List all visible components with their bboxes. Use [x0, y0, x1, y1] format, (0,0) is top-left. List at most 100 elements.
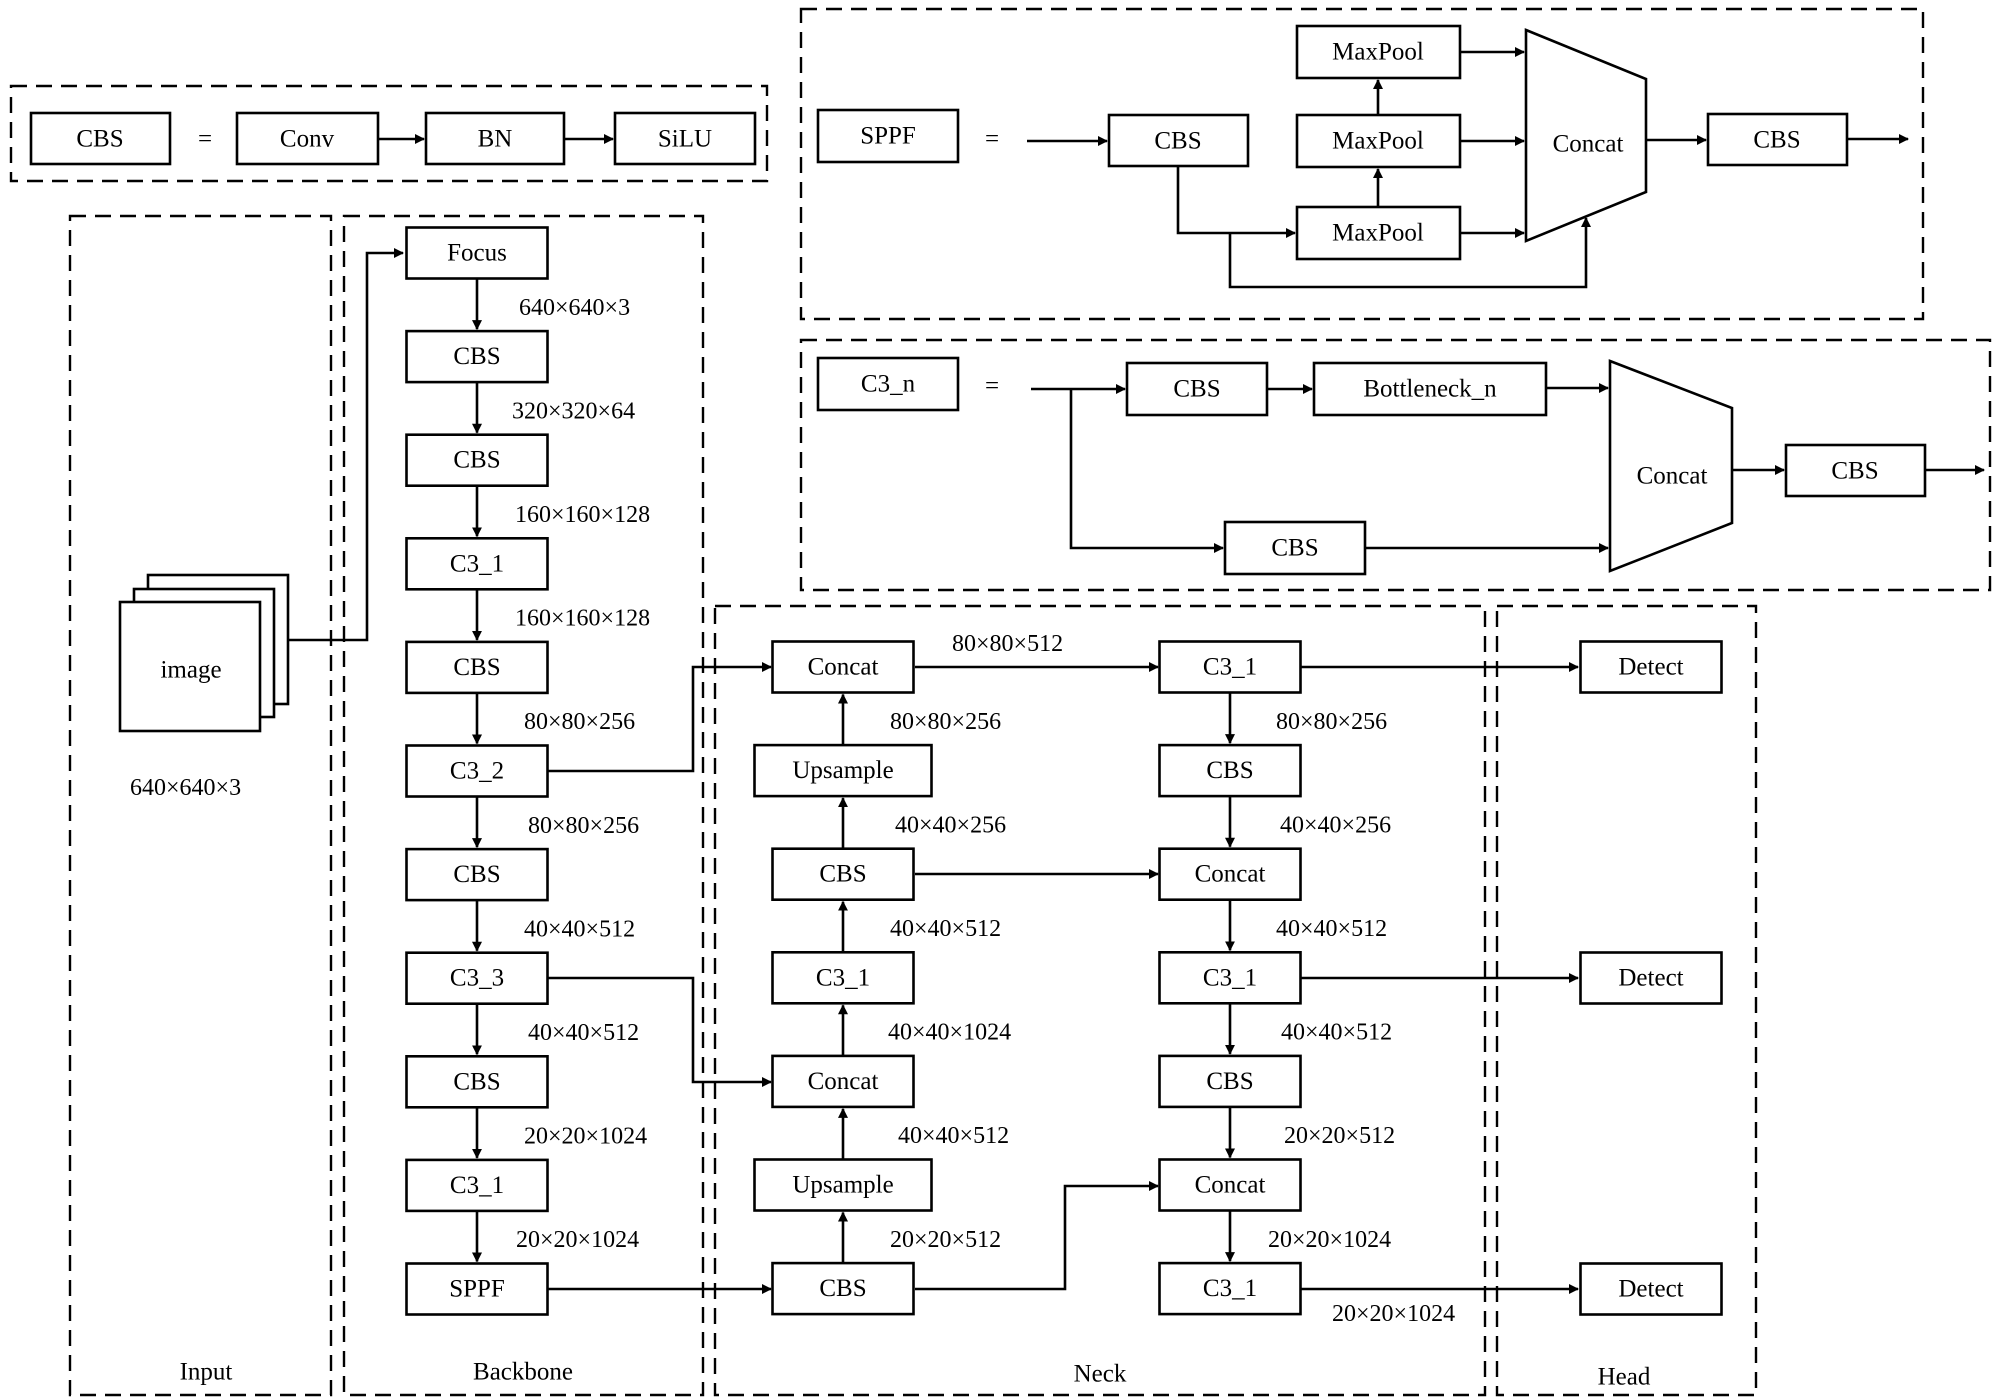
cbs-label: CBS — [453, 861, 500, 888]
c3n-bottom-cbs-label: CBS — [1271, 535, 1318, 562]
dim-label: 80×80×256 — [1276, 709, 1387, 735]
image-layer-front — [118, 600, 262, 733]
maxpool-block-3: MaxPool — [1295, 205, 1462, 261]
dim-label: 40×40×512 — [528, 1020, 639, 1046]
cbs-label: CBS — [453, 447, 500, 474]
dim-label: 40×40×512 — [890, 916, 1001, 942]
cbs-block: CBS — [405, 640, 549, 695]
sppf-block: SPPF — [405, 1262, 549, 1316]
bottleneck-block: Bottleneck_n — [1312, 361, 1548, 417]
dim-label: 80×80×256 — [528, 813, 639, 839]
sppf-name-block: SPPF — [816, 108, 960, 164]
c3n-top-cbs-block: CBS — [1125, 361, 1269, 417]
arrow-bypass-concat — [1228, 217, 1591, 289]
c3n-name-label: C3_n — [861, 371, 916, 398]
conv-label: Conv — [280, 126, 335, 153]
dim-label: 40×40×1024 — [888, 1020, 1011, 1046]
cbs-definition-frame — [9, 84, 769, 183]
section-label-neck: Neck — [1074, 1361, 1127, 1388]
input-section-frame — [68, 214, 333, 1397]
sppf-cbs-label: CBS — [1154, 128, 1201, 155]
dim-label: 80×80×512 — [952, 631, 1063, 657]
upsample-block: Upsample — [753, 743, 933, 798]
dim-label: 40×40×512 — [1276, 916, 1387, 942]
cbs-block: CBS — [405, 329, 549, 384]
c3-2-block: C3_2 — [405, 744, 549, 798]
c3-2-label: C3_2 — [450, 758, 504, 785]
upsample-label: Upsample — [792, 757, 893, 784]
cbs-label: CBS — [453, 343, 500, 370]
dim-label: 40×40×512 — [1281, 1020, 1392, 1046]
arrow-into-c3n-bottom-cbs — [1069, 389, 1224, 553]
cbs-definition: CBS = Conv BN SiLU — [9, 84, 769, 183]
cbs-block: CBS — [1158, 743, 1302, 798]
equals-sign: = — [985, 126, 999, 153]
concat-label: Concat — [808, 654, 879, 681]
cbs-label: CBS — [1206, 1068, 1253, 1095]
cbs-block: CBS — [771, 1261, 915, 1316]
image-label: image — [160, 657, 221, 684]
arrow-neck-cbs-to-concat-bottom — [915, 1181, 1159, 1291]
input-size-label: 640×640×3 — [130, 775, 241, 801]
bottleneck-label: Bottleneck_n — [1363, 376, 1497, 403]
c3-1-label: C3_1 — [1203, 964, 1257, 991]
dim-label: 20×20×1024 — [1268, 1227, 1391, 1253]
conv-block: Conv — [235, 111, 380, 166]
detect-block: Detect — [1579, 640, 1723, 694]
upsample-label: Upsample — [792, 1172, 893, 1199]
cbs-label: CBS — [453, 1068, 500, 1095]
silu-label: SiLU — [658, 126, 712, 153]
maxpool-label: MaxPool — [1332, 220, 1424, 247]
sppf-output-cbs-label: CBS — [1753, 127, 1800, 154]
input-image-stack: image — [118, 573, 290, 733]
dim-label: 80×80×256 — [524, 709, 635, 735]
sppf-concat-trapezoid: Concat — [1524, 28, 1648, 243]
dim-label: 640×640×3 — [519, 295, 630, 321]
c3-1-block: C3_1 — [405, 536, 549, 591]
c3-1-label: C3_1 — [1203, 1275, 1257, 1302]
concat-block: Concat — [771, 1054, 915, 1109]
sppf-label: SPPF — [449, 1276, 505, 1303]
head-section-frame — [1495, 604, 1758, 1397]
arrow-cbs-maxpool3 — [1176, 166, 1296, 238]
cbs-label: CBS — [819, 1275, 866, 1302]
c3-1-label: C3_1 — [450, 1172, 504, 1199]
c3n-concat-trapezoid: Concat — [1608, 359, 1734, 573]
section-label-backbone: Backbone — [473, 1359, 573, 1386]
equals-sign: = — [198, 126, 212, 153]
backbone-section-frame — [342, 214, 705, 1397]
c3-1-block: C3_1 — [1158, 640, 1302, 694]
concat-label: Concat — [1553, 131, 1624, 158]
cbs-block: CBS — [405, 1055, 549, 1109]
c3-1-label: C3_1 — [1203, 654, 1257, 681]
section-label-input: Input — [180, 1359, 233, 1386]
detect-label: Detect — [1618, 965, 1683, 992]
neck-section-frame — [713, 604, 1487, 1397]
c3-1-label: C3_1 — [450, 550, 504, 577]
c3n-definition: C3_n = CBS Bottleneck_n CBS Concat CBS — [799, 338, 1992, 592]
detect-block: Detect — [1579, 951, 1723, 1005]
cbs-block: CBS — [1158, 1054, 1302, 1109]
bn-block: BN — [424, 111, 566, 166]
dim-label: 320×320×64 — [512, 398, 635, 424]
arrow-c3-2-to-neck-concat — [547, 662, 772, 773]
arrow-image-focus — [288, 248, 404, 642]
dim-label: 40×40×512 — [898, 1123, 1009, 1149]
concat-label: Concat — [808, 1068, 879, 1095]
c3n-name-block: C3_n — [816, 356, 960, 412]
c3-3-block: C3_3 — [405, 951, 549, 1006]
c3n-definition-frame — [799, 338, 1992, 592]
c3n-output-cbs-block: CBS — [1784, 443, 1927, 498]
arrow-c3-3-to-neck-concat — [547, 976, 772, 1087]
sppf-definition: SPPF = CBS MaxPool MaxPool MaxPool — [799, 7, 1925, 321]
dim-label: 40×40×512 — [524, 916, 635, 942]
concat-label: Concat — [1195, 861, 1266, 888]
detect-label: Detect — [1618, 654, 1683, 681]
cbs-block: CBS — [771, 847, 915, 902]
cbs-name-block: CBS — [29, 111, 172, 166]
cbs-block: CBS — [405, 433, 549, 488]
dim-label: 80×80×256 — [890, 709, 1001, 735]
dim-label: 40×40×256 — [1280, 812, 1391, 838]
sppf-name-label: SPPF — [860, 123, 916, 150]
cbs-label: CBS — [819, 861, 866, 888]
